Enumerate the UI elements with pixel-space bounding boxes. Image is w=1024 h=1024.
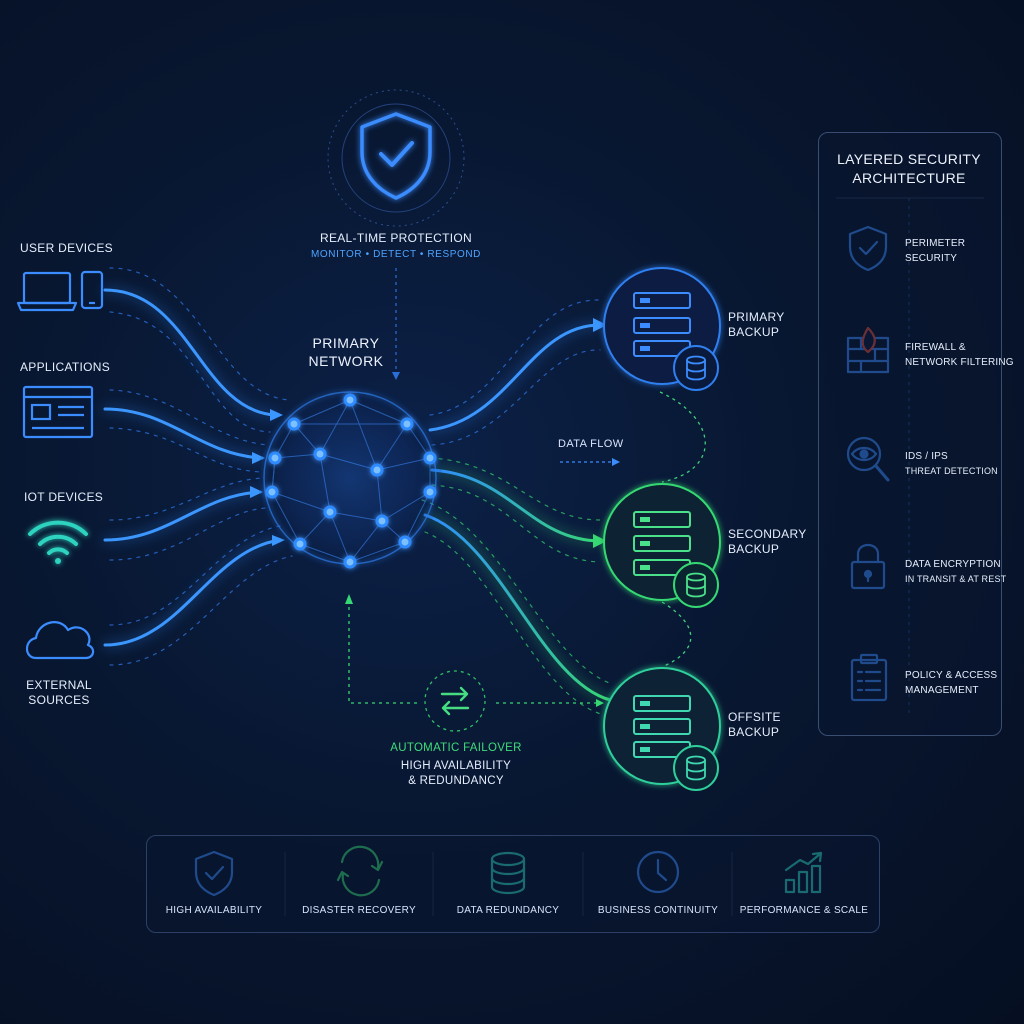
source-label-applications: APPLICATIONS [20,360,111,374]
failover-description: HIGH AVAILABILITY & REDUNDANCY [356,759,556,789]
data-flow-label: DATA FLOW [558,438,624,450]
cloud-icon [25,621,95,660]
failover-swap-icon [424,670,486,732]
secondary-backup-label: SECONDARY BACKUP [728,527,807,557]
source-label-external-line2: SOURCES [28,693,90,707]
wifi-icon [28,520,88,564]
security-item-line1: PERIMETER [905,238,966,249]
primary-network-title: PRIMARY NETWORK [290,334,402,370]
feature-label-performance-scale: PERFORMANCE & SCALE [739,905,869,916]
security-item-line1: FIREWALL & [905,342,966,353]
security-item-line1: IDS / IPS [905,451,948,462]
features-bar [146,835,880,933]
realtime-protection-shield [327,89,465,227]
secondary-backup-line1: SECONDARY [728,527,807,541]
failover-title: AUTOMATIC FAILOVER [390,742,522,754]
security-item-ids-ips: IDS / IPS THREAT DETECTION [905,449,998,479]
security-item-line2: THREAT DETECTION [905,466,998,476]
database-icon [673,562,719,608]
incoming-flows [102,267,293,666]
security-item-line1: POLICY & ACCESS [905,670,998,681]
source-label-user-devices: USER DEVICES [20,241,113,255]
security-item-perimeter: PERIMETER SECURITY [905,236,965,266]
security-architecture-panel [818,132,1002,736]
offsite-backup-line2: BACKUP [728,725,780,739]
primary-backup-line1: PRIMARY [728,310,785,324]
security-item-line2: NETWORK FILTERING [905,357,1014,368]
flow-user-devices [103,288,277,417]
data-flow-arrow [560,458,620,466]
security-item-policy: POLICY & ACCESS MANAGEMENT [905,668,997,698]
primary-network-line1: PRIMARY [312,335,380,351]
failover-links [348,600,598,704]
offsite-backup-label: OFFSITE BACKUP [728,710,781,740]
primary-backup-server [603,267,721,391]
failover-line1: HIGH AVAILABILITY [400,760,512,772]
security-item-line2: SECURITY [905,253,958,264]
failover-line2: & REDUNDANCY [408,775,504,787]
security-item-line1: DATA ENCRYPTION [905,559,1001,570]
secondary-backup-line2: BACKUP [728,542,780,556]
smartphone-icon [80,270,104,310]
source-label-iot-devices: IOT DEVICES [24,490,104,504]
security-item-line2: MANAGEMENT [905,685,979,696]
flow-to-secondary-backup [430,468,602,543]
offsite-backup-line1: OFFSITE [728,710,781,724]
source-label-external-line1: EXTERNAL [26,678,92,692]
security-item-firewall: FIREWALL & NETWORK FILTERING [905,340,1014,370]
feature-label-business-continuity: BUSINESS CONTINUITY [597,905,719,916]
feature-label-disaster-recovery: DISASTER RECOVERY [302,905,416,916]
source-label-external-sources: EXTERNAL SOURCES [14,678,104,708]
primary-network-hub [258,386,442,570]
flow-to-offsite-backup [423,513,612,702]
flow-applications [103,407,264,460]
realtime-protection-title: REAL-TIME PROTECTION [319,231,472,245]
database-icon [673,745,719,791]
flow-to-primary-backup [428,323,602,432]
outgoing-flows [421,299,613,717]
feature-label-high-availability: HIGH AVAILABILITY [165,905,263,916]
primary-backup-label: PRIMARY BACKUP [728,310,785,340]
primary-backup-line2: BACKUP [728,325,780,339]
security-item-line2: IN TRANSIT & AT REST [905,574,1007,584]
application-window-icon [22,385,94,439]
offsite-backup-server [603,667,721,791]
primary-network-line2: NETWORK [308,353,384,369]
laptop-icon [16,271,78,312]
security-item-encryption: DATA ENCRYPTION IN TRANSIT & AT REST [905,557,1006,587]
backup-replication-links [659,391,706,667]
realtime-protection-subtitle: MONITOR • DETECT • RESPOND [310,249,482,260]
secondary-backup-server [603,483,721,608]
shield-check-icon [360,112,432,200]
security-panel-title-line1: LAYERED SECURITY [837,151,981,167]
flow-external-sources [103,538,282,647]
flow-iot-devices [103,490,262,542]
security-panel-title: LAYERED SECURITY ARCHITECTURE [818,150,1000,188]
database-icon [673,345,719,391]
security-panel-title-line2: ARCHITECTURE [852,170,966,186]
feature-label-data-redundancy: DATA REDUNDANCY [456,905,560,916]
